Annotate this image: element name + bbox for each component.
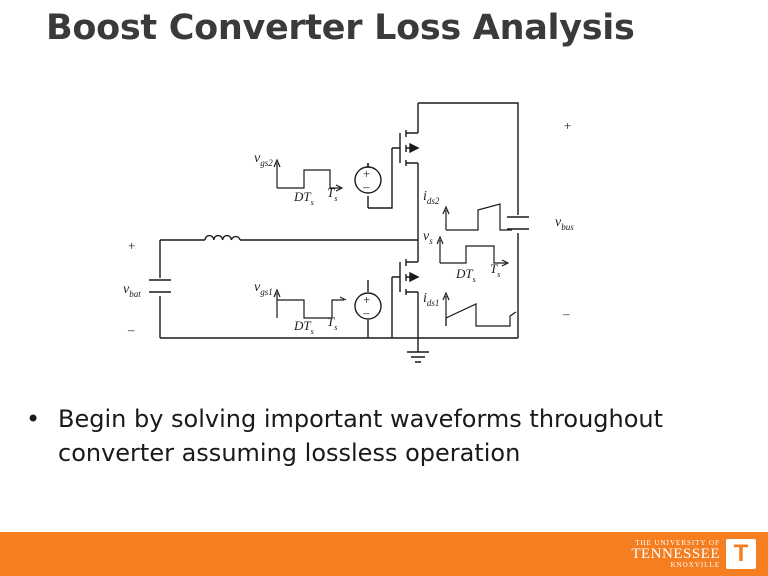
lower-source-minus: – bbox=[362, 305, 370, 320]
ids1-label: ids1 bbox=[423, 291, 439, 308]
upper-mosfet bbox=[368, 130, 420, 209]
lower-gate-source bbox=[354, 292, 382, 320]
upper-source-plus: + bbox=[363, 166, 370, 181]
ts-label-vs: Ts bbox=[490, 261, 500, 279]
lower-mosfet bbox=[391, 259, 420, 338]
vgs1-label: vgs1 bbox=[254, 280, 273, 297]
top-bus-wire bbox=[418, 102, 519, 338]
bus-capacitor bbox=[507, 216, 529, 230]
page-title: Boost Converter Loss Analysis bbox=[46, 8, 635, 48]
bullet-dot: • bbox=[26, 405, 41, 433]
logo-line-3: KNOXVILLE bbox=[670, 560, 720, 569]
vs-waveform bbox=[436, 235, 510, 267]
ts-label-upper: Ts bbox=[327, 185, 337, 203]
power-t-icon: T bbox=[726, 539, 756, 569]
ids1-waveform bbox=[442, 291, 517, 327]
battery-capacitor bbox=[149, 279, 171, 293]
dts-label-upper: DTs bbox=[293, 189, 314, 207]
boost-converter-schematic: + – + – + – + – vgs2 vgs1 DTs Ts DTs Ts … bbox=[123, 102, 574, 363]
lower-source-plus: + bbox=[363, 292, 370, 307]
vgs1-waveform bbox=[273, 288, 347, 319]
vbus-minus: – bbox=[562, 306, 570, 321]
vbat-plus: + bbox=[128, 238, 135, 253]
dts-label-vs: DTs bbox=[455, 266, 476, 284]
ids2-label: ids2 bbox=[423, 189, 440, 206]
university-logo: THE UNIVERSITY OF TENNESSEE KNOXVILLE T bbox=[631, 537, 756, 571]
vbus-plus: + bbox=[564, 118, 571, 133]
vbus-label: vbus bbox=[555, 215, 574, 232]
inductor bbox=[204, 234, 241, 241]
upper-gate-source bbox=[354, 166, 382, 194]
logo-line-1: THE UNIVERSITY OF bbox=[635, 538, 720, 547]
footer-bar: THE UNIVERSITY OF TENNESSEE KNOXVILLE T bbox=[0, 532, 768, 576]
dts-label-lower: DTs bbox=[293, 318, 314, 336]
vbat-label: vbat bbox=[123, 282, 141, 299]
ground-symbol bbox=[407, 338, 429, 363]
vgs2-label: vgs2 bbox=[254, 151, 273, 168]
ids2-waveform bbox=[442, 203, 512, 231]
vs-label: vs bbox=[423, 229, 433, 246]
vbat-minus: – bbox=[127, 322, 135, 337]
ts-label-lower: Ts bbox=[327, 314, 337, 332]
upper-source-minus: – bbox=[362, 179, 370, 194]
vgs2-waveform bbox=[273, 158, 344, 192]
logo-line-2: TENNESSEE bbox=[631, 545, 720, 562]
bullet-text: Begin by solving important waveforms thr… bbox=[58, 405, 664, 467]
bullet-list: • Begin by solving important waveforms t… bbox=[26, 402, 726, 470]
